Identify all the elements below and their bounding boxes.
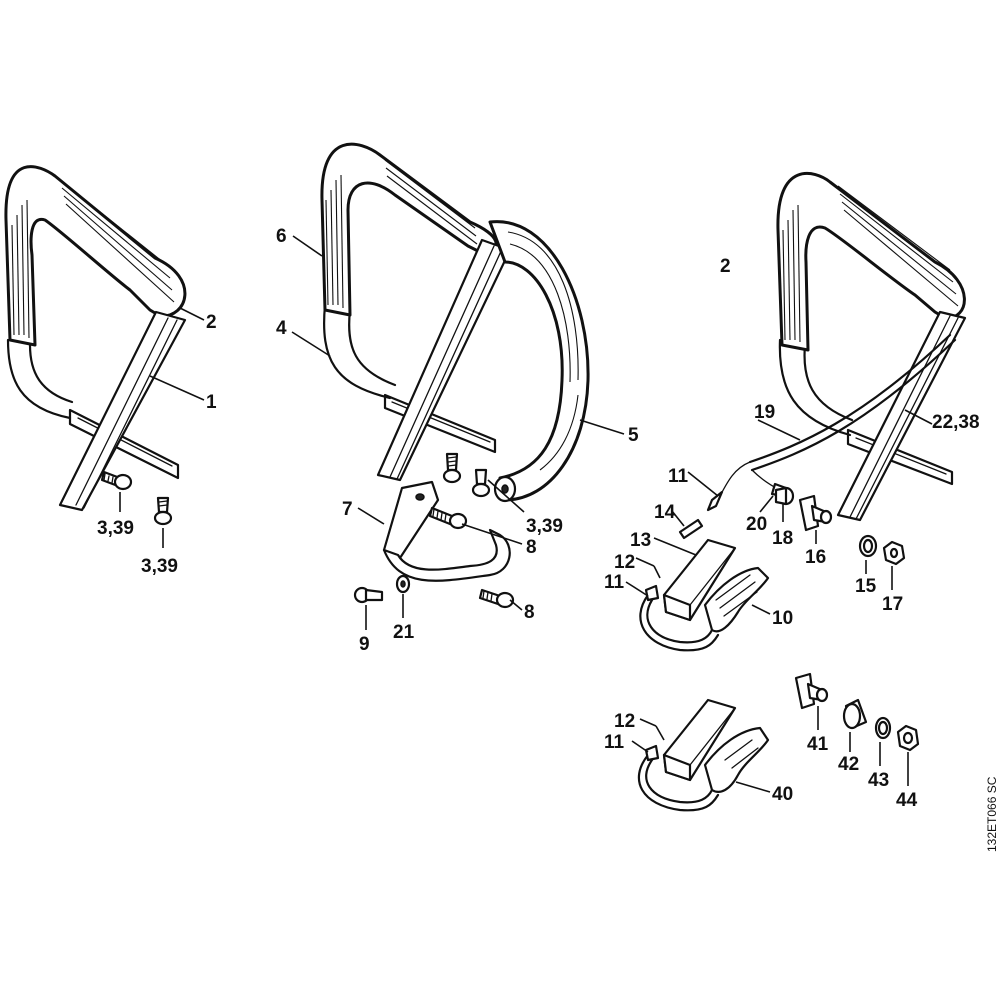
screw-8-a <box>428 506 468 530</box>
screw-3-39-a <box>100 470 133 491</box>
label-41: 41 <box>807 734 829 755</box>
label-15: 15 <box>855 576 877 597</box>
label-22-38: 22,38 <box>932 412 980 433</box>
heating-element-13 <box>662 538 737 622</box>
right-handle-bar <box>717 172 967 522</box>
heating-parts <box>639 482 906 652</box>
leader-lines <box>119 235 933 793</box>
washer-21 <box>395 574 411 594</box>
label-16: 16 <box>805 547 826 568</box>
bolt-9 <box>353 586 384 604</box>
holder-10 <box>703 566 770 633</box>
label-7: 7 <box>342 499 353 520</box>
label-42: 42 <box>838 754 859 775</box>
left-handle-bar <box>4 165 187 526</box>
label-14: 14 <box>654 502 676 523</box>
label-44: 44 <box>896 790 918 811</box>
label-12-b: 12 <box>614 711 635 732</box>
label-21: 21 <box>393 622 415 643</box>
label-8-b: 8 <box>524 602 535 623</box>
label-13: 13 <box>630 530 651 551</box>
label-10: 10 <box>772 608 793 629</box>
screw-3-39-c <box>442 452 491 498</box>
part-labels: 2 1 3,39 3,39 6 4 5 7 3,39 8 8 9 21 11 1… <box>97 226 999 852</box>
label-11-c: 11 <box>604 732 625 753</box>
screw-8-b <box>478 588 515 609</box>
label-3-39-b: 3,39 <box>141 556 178 577</box>
label-20: 20 <box>746 514 767 535</box>
switch-16 <box>798 494 833 532</box>
label-11-a: 11 <box>668 466 689 487</box>
label-1: 1 <box>206 392 217 413</box>
bracket-7 <box>382 480 511 582</box>
label-8-a: 8 <box>526 537 537 558</box>
middle-handle-assembly <box>320 142 590 609</box>
drawing-code: 132ET066 SC <box>985 776 999 852</box>
label-40: 40 <box>772 784 793 805</box>
label-5: 5 <box>628 425 639 446</box>
label-2-left: 2 <box>206 312 217 333</box>
label-18: 18 <box>772 528 793 549</box>
label-9: 9 <box>359 634 370 655</box>
label-2-right: 2 <box>720 256 731 277</box>
label-11-b: 11 <box>604 572 625 593</box>
label-19: 19 <box>754 402 775 423</box>
label-6: 6 <box>276 226 287 247</box>
label-3-39-a: 3,39 <box>97 518 134 539</box>
screw-3-39-b <box>153 496 173 526</box>
label-43: 43 <box>868 770 889 791</box>
label-12-a: 12 <box>614 552 635 573</box>
label-17: 17 <box>882 594 903 615</box>
label-4: 4 <box>276 318 287 339</box>
label-3-39-c: 3,39 <box>526 516 563 537</box>
alternative-set <box>637 672 920 812</box>
